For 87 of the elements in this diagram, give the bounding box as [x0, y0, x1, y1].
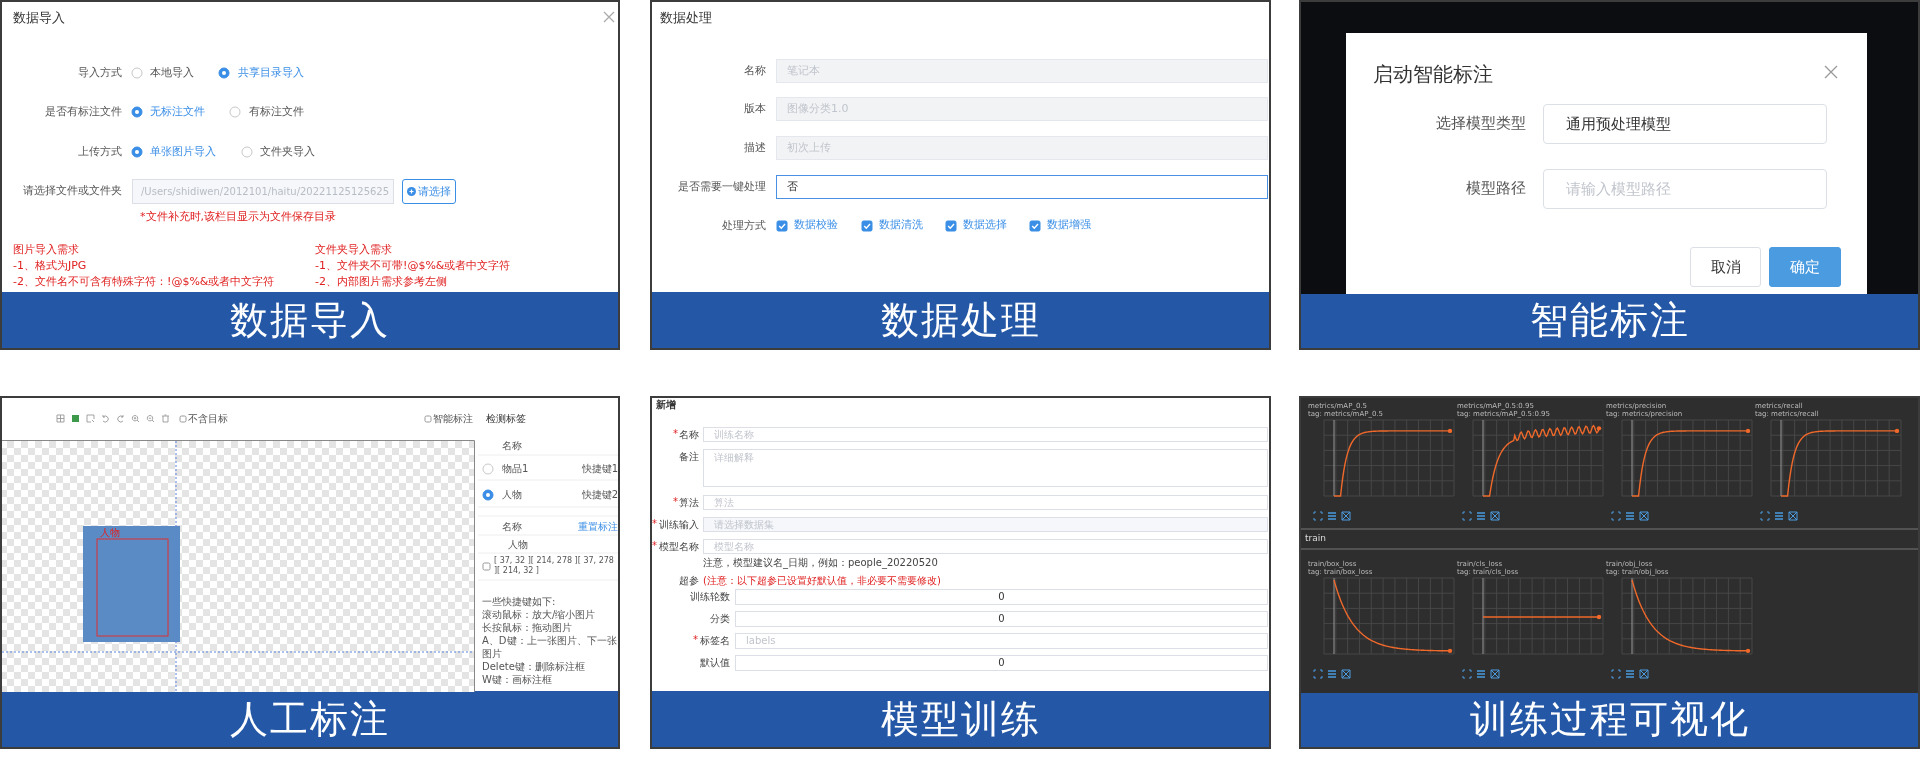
hint-text: (注意：以下超参已设置好默认值，非必要不需要修改)	[703, 575, 941, 588]
number-input: 0	[735, 589, 1268, 605]
input-field: /Users/shidiwen/2012101/haitu/20221125125625	[132, 179, 394, 204]
form-label: 训练轮数	[690, 591, 730, 604]
form-label: 名称	[744, 64, 766, 78]
form-label: 导入方式	[78, 66, 122, 80]
radio-option-label: 无标注文件	[150, 105, 205, 119]
form-label: 模型名称	[659, 541, 699, 554]
input-field: 请输入模型路径	[1543, 169, 1827, 209]
column-header: 名称	[502, 521, 522, 534]
select-field: 否	[776, 175, 1268, 199]
shortcut-help-item: A、D键：上一张图片、下一张图片	[482, 635, 618, 660]
confirm-button: 确定	[1769, 247, 1841, 287]
cancel-button: 取消	[1690, 247, 1761, 287]
required-mark: *	[673, 496, 678, 509]
checkbox-label: 数据清洗	[879, 218, 923, 232]
dialog-title: 启动智能标注	[1373, 62, 1493, 87]
number-input: 0	[735, 655, 1268, 671]
form-label: 名称	[679, 429, 699, 442]
checkbox-label: 智能标注	[433, 413, 473, 426]
required-mark: *	[673, 428, 678, 441]
form-label: 超参	[679, 575, 699, 588]
shortcut-help-item: 长按鼠标：拖动图片	[482, 622, 572, 635]
select-field: 通用预处理模型	[1543, 104, 1827, 144]
requirement-item: -2、文件名不可含有特殊字符：!@$%&或者中文字符	[13, 275, 275, 289]
coordinates-text: [ 37, 32 ][ 214, 278 ][ 37, 278 ][ 214, 32 ]	[494, 556, 615, 576]
number-input: 0	[735, 611, 1268, 627]
input-field: labels	[735, 633, 1268, 649]
radio-option-label: 文件夹导入	[260, 145, 315, 159]
shortcut-help-item: W键：画标注框	[482, 674, 552, 687]
form-label: 请选择文件或文件夹	[23, 184, 122, 198]
form-label: 训练输入	[659, 519, 699, 532]
caption-banner: 数据导入	[2, 292, 618, 348]
required-mark: *	[652, 518, 657, 531]
requirement-heading: 文件夹导入需求	[315, 243, 392, 257]
requirement-heading: 图片导入需求	[13, 243, 79, 257]
hint-text: 注意，模型建议名_日期，例如：people_20220520	[703, 557, 938, 570]
form-label: 是否需要一键处理	[678, 180, 766, 194]
form-label: 选择模型类型	[1436, 114, 1526, 133]
caption-banner: 模型训练	[652, 691, 1269, 747]
shortcut-key: 快捷键2	[581, 489, 618, 502]
label-name: 人物	[502, 489, 522, 502]
checkbox-label: 数据增强	[1047, 218, 1091, 232]
label-name: 物品1	[502, 463, 529, 476]
label-name: 人物	[508, 539, 528, 552]
radio-option-label: 单张图片导入	[150, 145, 216, 159]
dialog-title: 新增	[656, 399, 676, 412]
requirement-item: -2、内部图片需求参考左侧	[315, 275, 447, 289]
reset-link: 重置标注	[578, 521, 618, 534]
bounding-box-label: 人物	[100, 527, 120, 540]
form-label: 标签名	[700, 635, 730, 648]
required-mark: *	[693, 634, 698, 647]
form-label: 是否有标注文件	[45, 105, 122, 119]
requirement-item: -1、格式为JPG	[13, 259, 87, 273]
form-label: 默认值	[700, 657, 730, 670]
form-label: 算法	[679, 497, 699, 510]
shortcut-help-item: Delete键：删除标注框	[482, 661, 585, 674]
caption-banner: 数据处理	[652, 292, 1269, 348]
form-label: 分类	[710, 613, 730, 626]
requirement-item: -1、文件夹不可带!@$%&或者中文字符	[315, 259, 511, 273]
form-label: 备注	[679, 451, 699, 464]
radio-option-label: 共享目录导入	[238, 66, 304, 80]
form-label: 上传方式	[78, 145, 122, 159]
shortcut-key: 快捷键1	[581, 463, 618, 476]
checkbox-label: 数据校验	[794, 218, 838, 232]
caption-banner: 人工标注	[2, 691, 618, 747]
section-heading: train	[1305, 533, 1326, 545]
shortcut-help-item: 滚动鼠标：放大/缩小图片	[482, 609, 596, 622]
form-label: 处理方式	[722, 219, 766, 233]
caption-banner: 训练过程可视化	[1301, 691, 1918, 747]
checkbox-label: 不含目标	[188, 413, 228, 426]
browse-button: 请选择	[402, 179, 456, 204]
screenshot-panel	[0, 0, 620, 350]
radio-option-label: 有标注文件	[249, 105, 304, 119]
dialog-title: 数据导入	[13, 10, 65, 27]
shortcut-help-heading: 一些快捷键如下:	[482, 596, 556, 609]
radio-option-label: 本地导入	[150, 66, 194, 80]
hint-text: *文件补充时,该栏目显示为文件保存目录	[140, 210, 336, 224]
required-mark: *	[652, 540, 657, 553]
sidebar-heading: 检测标签	[486, 413, 526, 426]
checkbox-label: 数据选择	[963, 218, 1007, 232]
form-label: 描述	[744, 141, 766, 155]
dialog-title: 数据处理	[660, 10, 712, 27]
form-label: 模型路径	[1466, 179, 1526, 198]
form-label: 版本	[744, 102, 766, 116]
caption-banner: 智能标注	[1301, 292, 1918, 348]
column-header: 名称	[502, 440, 522, 453]
